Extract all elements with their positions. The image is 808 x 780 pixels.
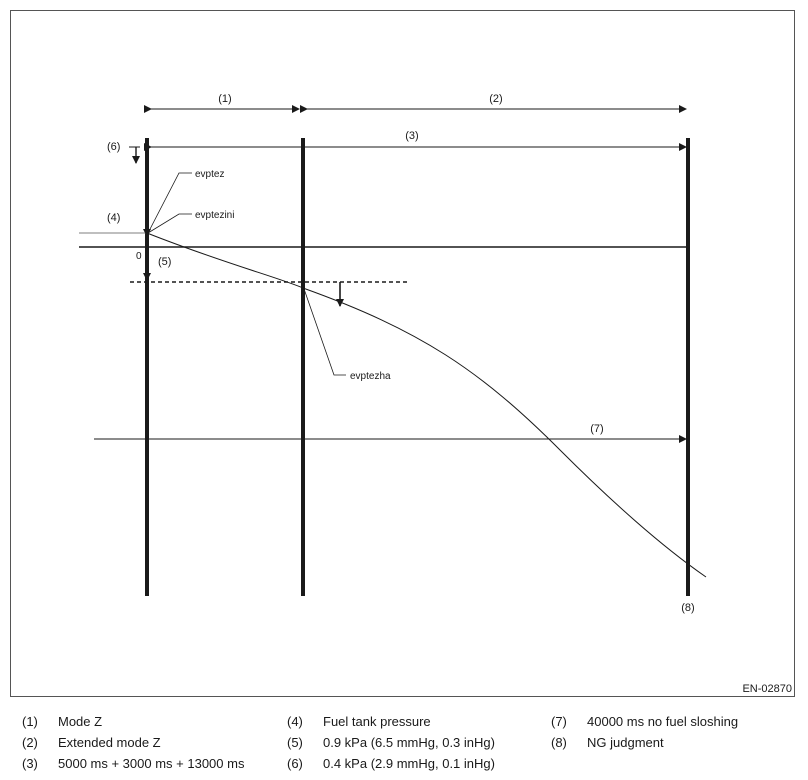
legend-text: Mode Z	[58, 714, 103, 729]
legend-num: (3)	[22, 756, 38, 771]
legend-num: (4)	[287, 714, 303, 729]
extended-mode-marker: (2)	[489, 93, 502, 105]
threshold-04-marker: (6)	[107, 141, 120, 153]
zero-label: 0	[136, 251, 142, 262]
legend-num: (2)	[22, 735, 38, 750]
evptezini-leader	[147, 213, 192, 234]
legend-item: (7) 40000 ms no fuel sloshing	[551, 712, 738, 732]
legend: (1) Mode Z (2) Extended mode Z (3) 5000 ms …	[0, 708, 808, 780]
threshold-09-marker: (5)	[158, 256, 171, 268]
legend-num: (7)	[551, 714, 567, 729]
legend-text: Fuel tank pressure	[323, 714, 431, 729]
legend-text: 40000 ms no fuel sloshing	[587, 714, 739, 729]
legend-item: (6) 0.4 kPa (2.9 mmHg, 0.1 inHg)	[287, 754, 495, 774]
legend-text: 0.9 kPa (6.5 mmHg, 0.3 inHg)	[323, 735, 495, 750]
legend-item: (5) 0.9 kPa (6.5 mmHg, 0.3 inHg)	[287, 733, 495, 753]
evptezini-label: evptezini	[195, 210, 234, 221]
legend-num: (5)	[287, 735, 303, 750]
figure-id: EN-02870	[742, 683, 792, 695]
legend-num: (8)	[551, 735, 567, 750]
pressure-curve	[146, 232, 707, 578]
diagram-frame	[10, 10, 795, 697]
legend-item: (8) NG judgment	[551, 733, 664, 753]
mode-z-marker: (1)	[218, 93, 231, 105]
legend-item: (2) Extended mode Z	[22, 733, 161, 753]
evptezha-label: evptezha	[350, 371, 391, 382]
legend-text: Extended mode Z	[58, 735, 161, 750]
legend-num: (1)	[22, 714, 38, 729]
legend-text: 5000 ms + 3000 ms + 13000 ms	[58, 756, 245, 771]
total-time-marker: (3)	[405, 130, 418, 142]
evptezha-leader	[302, 285, 346, 376]
ng-judgment-marker: (8)	[681, 602, 694, 614]
legend-num: (6)	[287, 756, 303, 771]
legend-item: (3) 5000 ms + 3000 ms + 13000 ms	[22, 754, 244, 774]
timing-diagram: (1) (2) (3) (6) (4) 0 (5) evptez evptezi…	[79, 93, 792, 695]
no-sloshing-marker: (7)	[590, 423, 603, 435]
evptez-label: evptez	[195, 169, 224, 180]
evptez-leader	[147, 172, 192, 234]
legend-text: 0.4 kPa (2.9 mmHg, 0.1 inHg)	[323, 756, 495, 771]
legend-item: (4) Fuel tank pressure	[287, 712, 431, 732]
legend-item: (1) Mode Z	[22, 712, 102, 732]
legend-text: NG judgment	[587, 735, 664, 750]
fuel-tank-pressure-marker: (4)	[107, 212, 120, 224]
